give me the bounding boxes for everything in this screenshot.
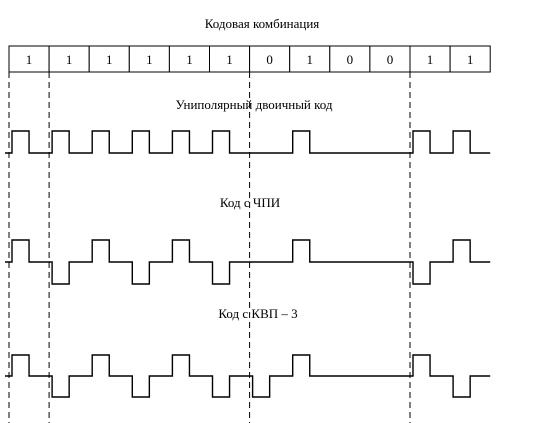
bit-value: 1 [467, 52, 474, 67]
bit-boundary-lines [8, 72, 411, 423]
waveform-path [5, 239, 491, 285]
bit-cell [209, 45, 251, 73]
bit-cell [329, 45, 371, 73]
bit-value: 1 [66, 52, 73, 67]
bit-cell [289, 45, 331, 73]
bit-cell [48, 45, 90, 73]
bit-cell [369, 45, 411, 73]
code-combination-table: 1 1 1 1 1 1 0 1 0 0 1 1 [8, 45, 491, 73]
waveform-hdb3 [5, 354, 491, 398]
bit-value: 1 [307, 52, 314, 67]
bit-cell [168, 45, 210, 73]
bit-value: 0 [266, 52, 273, 67]
bit-cell [8, 45, 50, 73]
bit-value: 1 [26, 52, 33, 67]
diagram-title: Кодовая комбинация [205, 16, 320, 31]
section-label-unipolar: Униполярный двоичный код [175, 97, 332, 112]
bit-value: 0 [387, 52, 394, 67]
bit-value: 1 [427, 52, 434, 67]
bit-value: 1 [226, 52, 233, 67]
section-label-hdb3: Код с КВП – 3 [218, 306, 297, 321]
bit-cell [88, 45, 130, 73]
bit-value: 1 [186, 52, 193, 67]
waveform-ami [5, 239, 491, 285]
bit-value: 1 [106, 52, 113, 67]
bit-value: 1 [146, 52, 153, 67]
bit-value: 0 [347, 52, 354, 67]
section-label-ami: Код с ЧПИ [220, 195, 280, 210]
bit-cell [249, 45, 291, 73]
waveform-unipolar [5, 130, 491, 154]
waveform-path [5, 130, 491, 154]
bit-cell [449, 45, 491, 73]
waveform-path [5, 354, 491, 398]
